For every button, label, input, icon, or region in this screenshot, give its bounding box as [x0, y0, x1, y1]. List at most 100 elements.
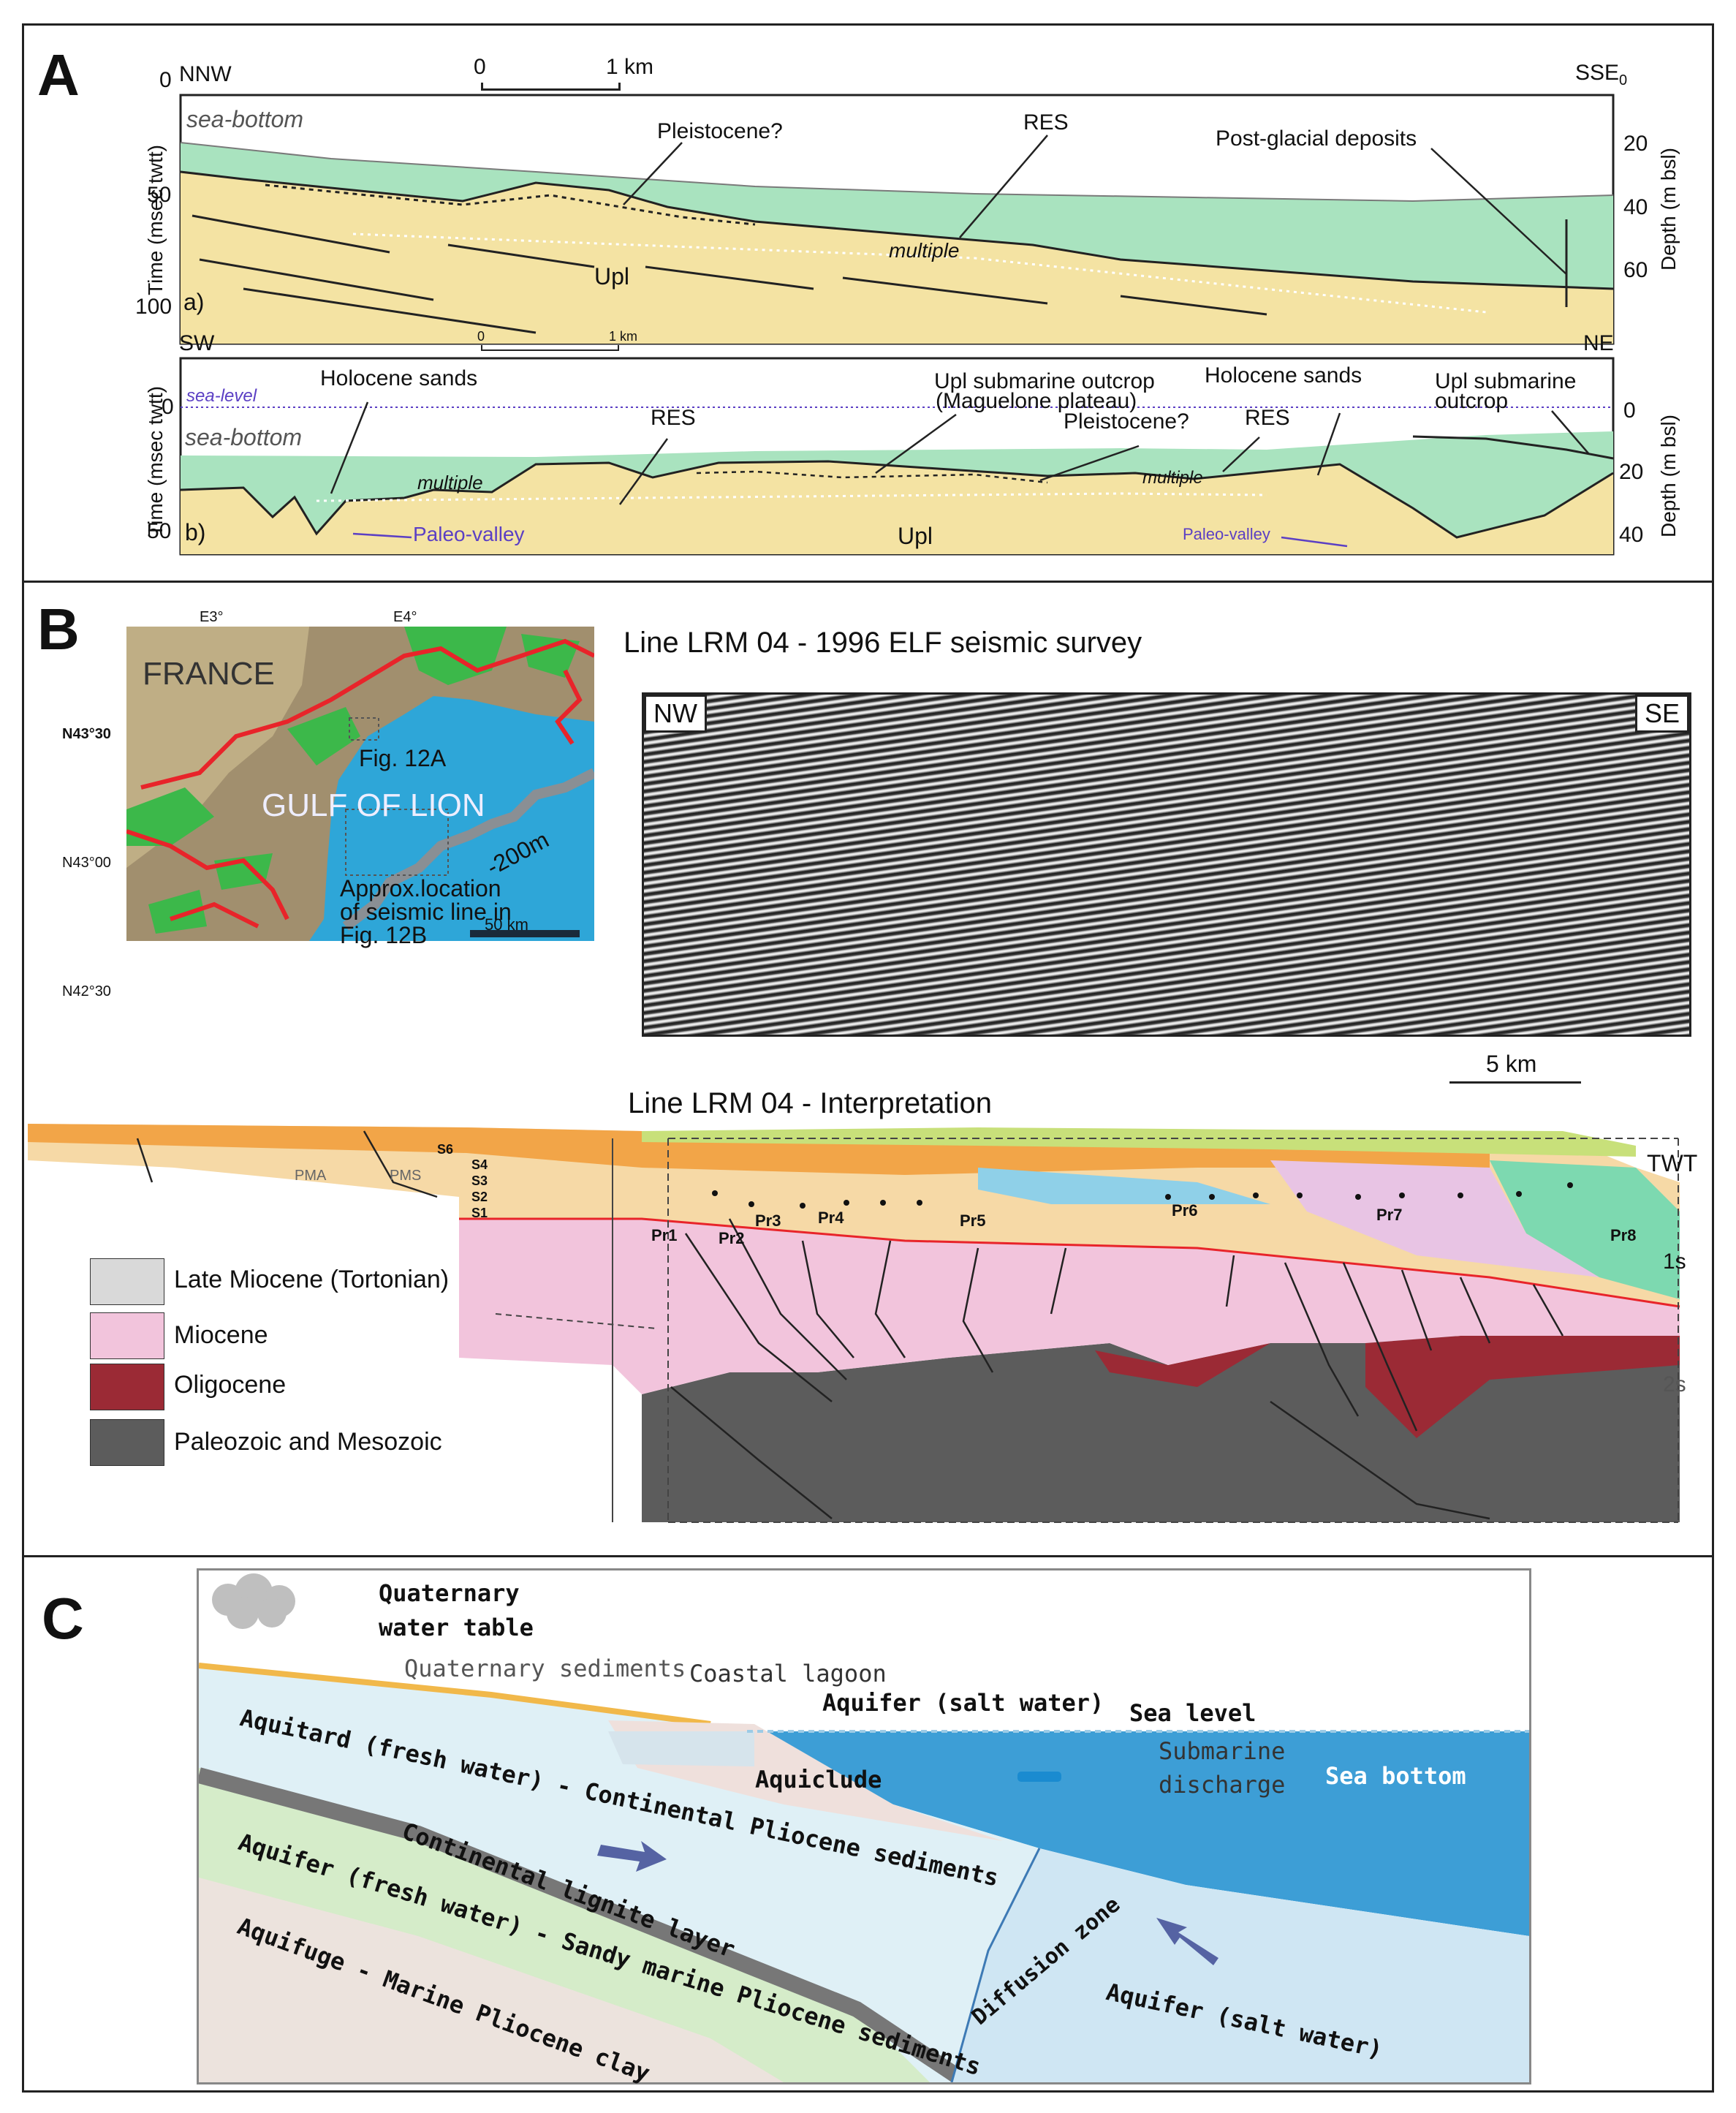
b-tag: b)	[185, 519, 206, 545]
interp-s4: S4	[471, 1157, 488, 1172]
b-depth-40: 40	[1619, 523, 1644, 547]
legend-item-oligocene: Oligocene	[90, 1364, 499, 1415]
interp-pr4: Pr4	[818, 1209, 844, 1227]
interp-2s: 2s	[1663, 1372, 1686, 1396]
c-aquifer-salt-top: Aquifer (salt water)	[822, 1689, 1104, 1717]
legend-item-late-miocene: Late Miocene (Tortonian)	[90, 1255, 499, 1307]
b-upl-outcrop-1: Upl submarine outcrop	[934, 369, 1155, 393]
interp-twt: TWT	[1647, 1150, 1698, 1176]
b-holocene-1: Holocene sands	[320, 366, 478, 390]
map-lat-1: N43°30	[62, 726, 111, 742]
b-pleistocene: Pleistocene?	[1064, 409, 1189, 434]
hydrogeology-section	[197, 1568, 1531, 2084]
a-pleistocene: Pleistocene?	[657, 119, 783, 143]
b-sea-bottom: sea-bottom	[185, 424, 303, 450]
legend-swatch	[90, 1419, 164, 1466]
panel-a: A	[22, 23, 1714, 583]
seismic-nw: NW	[644, 695, 707, 733]
c-lagoon: Coastal lagoon	[689, 1660, 887, 1687]
a-tick-100: 100	[135, 295, 173, 319]
c-sub-2: discharge	[1159, 1771, 1286, 1799]
legend-swatch	[90, 1258, 164, 1305]
b-multiple-1: multiple	[417, 472, 483, 494]
b-depth-axis-label: Depth (m bsl)	[1657, 414, 1680, 538]
b-left-dir: SW	[179, 331, 215, 355]
b-tick-50: 50	[147, 519, 172, 543]
panel-c-label: C	[42, 1586, 84, 1651]
interp-pr2: Pr2	[719, 1229, 745, 1247]
seismic-image: NW SE	[642, 692, 1691, 1037]
legend-label: Oligocene	[174, 1371, 287, 1399]
a-upl: Upl	[594, 263, 630, 290]
panel-b-label: B	[37, 597, 80, 662]
c-sub-1: Submarine	[1159, 1737, 1286, 1765]
map-approx-2: of seismic line in	[340, 899, 512, 925]
a-depth-40: 40	[1623, 195, 1648, 219]
section-a	[179, 94, 1615, 345]
map-france: FRANCE	[143, 656, 275, 692]
interp-s3: S3	[471, 1173, 488, 1188]
interp-pms: PMS	[390, 1168, 422, 1184]
a-depth-axis-label: Depth (m bsl)	[1657, 147, 1680, 271]
b-res-2: RES	[1245, 406, 1290, 430]
interp-pr5: Pr5	[960, 1212, 986, 1230]
b-right-dir: NE	[1583, 331, 1614, 355]
a-res: RES	[1023, 110, 1069, 135]
map-scale: 50 km	[485, 915, 528, 934]
a-tick-50: 50	[147, 183, 172, 207]
map-fig-ref: Fig. 12A	[359, 745, 447, 771]
interp-pr6: Pr6	[1172, 1201, 1198, 1220]
panel-a-label: A	[37, 42, 80, 107]
legend-label: Miocene	[174, 1321, 268, 1349]
legend-label: Paleozoic and Mesozoic	[174, 1428, 442, 1456]
c-sea-level: Sea level	[1129, 1699, 1256, 1727]
interp-pma: PMA	[295, 1168, 327, 1184]
map-lon-e4: E4°	[393, 609, 417, 625]
legend-swatch	[90, 1312, 164, 1359]
a-multiple: multiple	[889, 239, 960, 262]
map-lat-3: N42°30	[62, 983, 111, 999]
map-approx-3: Fig. 12B	[340, 922, 428, 948]
legend-item-paleozoic: Paleozoic and Mesozoic	[90, 1419, 499, 1470]
b-multiple-2: multiple	[1142, 468, 1203, 488]
interp-pr7: Pr7	[1376, 1206, 1403, 1224]
b-upl-outcrop-2: Upl submarine	[1435, 369, 1577, 393]
panel-b: B	[22, 581, 1714, 1557]
interpretation-section	[28, 1124, 1680, 1523]
b-paleo-valley-2: Paleo-valley	[1183, 525, 1270, 543]
b-upl: Upl	[898, 523, 933, 549]
location-map: FRANCE GULF OF LION -200m Fig. 12A Appro…	[126, 627, 597, 948]
seismic-scale: 5 km	[1486, 1051, 1537, 1077]
b-sea-level: sea-level	[186, 386, 257, 406]
interp-1s: 1s	[1663, 1250, 1686, 1274]
map-lat-2: N43°00	[62, 855, 111, 871]
panel-a-sections	[179, 94, 1615, 556]
legend-item-miocene: Miocene	[90, 1312, 499, 1364]
a-post-glacial: Post-glacial deposits	[1216, 126, 1417, 151]
b-scale-bar	[481, 345, 619, 351]
a-scale-start: 0	[474, 55, 486, 79]
b-scale-end: 1 km	[609, 329, 638, 344]
a-left-dir: NNW	[179, 62, 232, 86]
legend: Late Miocene (Tortonian) Miocene Oligoce…	[90, 1255, 499, 1482]
interp-title: Line LRM 04 - Interpretation	[628, 1087, 993, 1119]
map-lon-e3: E3°	[200, 609, 224, 625]
c-sea-bottom: Sea bottom	[1325, 1762, 1466, 1790]
b-paleo-valley-1: Paleo-valley	[413, 523, 525, 545]
a-tag: a)	[183, 289, 205, 315]
map-approx-1: Approx.location	[340, 875, 501, 901]
b-depth-20: 20	[1619, 460, 1644, 484]
a-right-dir: SSE0	[1575, 61, 1628, 88]
legend-label: Late Miocene (Tortonian)	[174, 1266, 450, 1293]
section-b	[179, 357, 1615, 556]
a-y-axis-label: Time (msec twtt)	[144, 145, 167, 295]
panel-c: C Quaternary water table Quaternary sedi…	[22, 1555, 1714, 2093]
a-sea-bottom: sea-bottom	[186, 106, 304, 132]
interp-s6: S6	[437, 1142, 454, 1157]
seismic-scale-bar	[1449, 1081, 1581, 1084]
legend-swatch	[90, 1364, 164, 1410]
c-aquiclude: Aquiclude	[755, 1766, 882, 1793]
interp-s1: S1	[471, 1206, 488, 1220]
c-qwt-2: water table	[379, 1614, 534, 1641]
seismic-title: Line LRM 04 - 1996 ELF seismic survey	[623, 627, 1142, 659]
